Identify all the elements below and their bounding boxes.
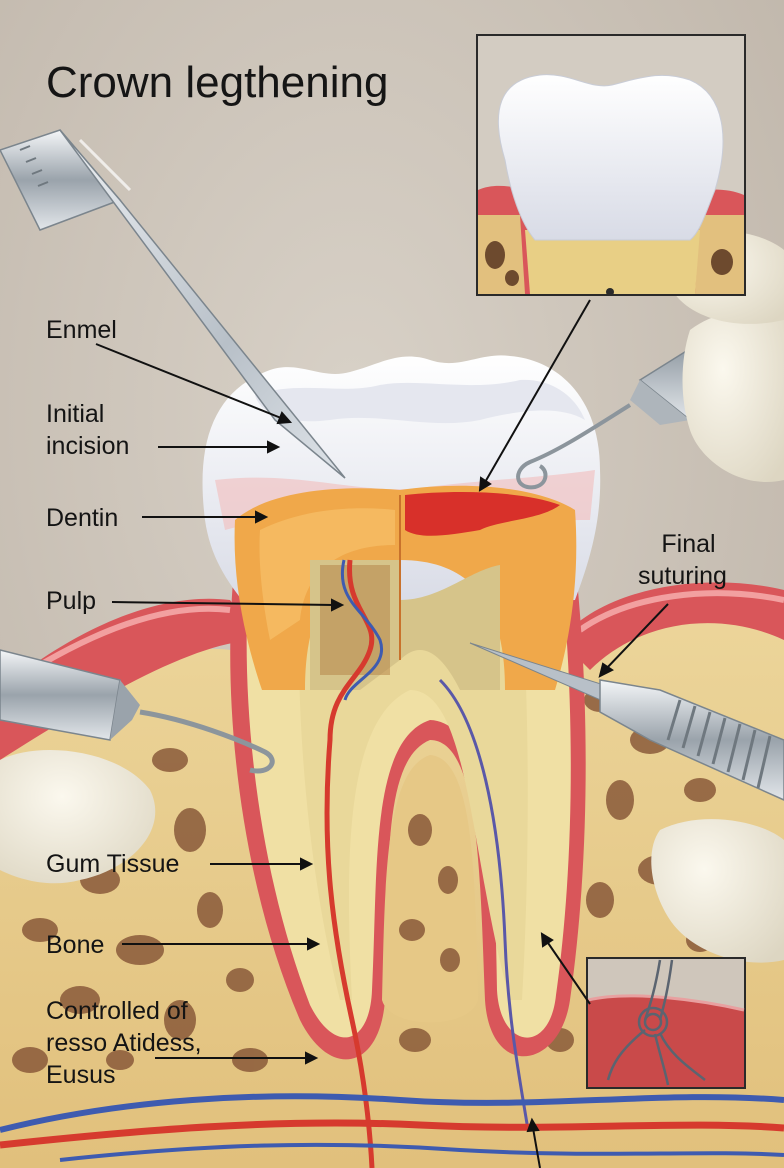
inset-reshaped-crown (476, 34, 746, 296)
dental-probe-left (0, 649, 275, 774)
label-pulp: Pulp (46, 587, 97, 615)
label-initial-incision: Initial incision (46, 398, 129, 462)
page-title: Crown legthening (46, 58, 389, 107)
gloved-hand-left (0, 750, 156, 884)
label-final-suturing-line1: Final (661, 530, 716, 558)
needle-holder (469, 642, 784, 801)
label-gum-tissue: Gum Tissue (46, 850, 180, 878)
label-controlled-line3: Eusus (46, 1061, 116, 1089)
blood-vessels (0, 559, 784, 1168)
label-initial-incision-line2: incision (46, 432, 130, 460)
label-controlled: Controlled of resso Atidess, Eusus (46, 995, 202, 1091)
inset-suture-knot (586, 957, 746, 1089)
label-dentin: Dentin (46, 504, 119, 532)
label-initial-incision-line1: Initial (46, 400, 105, 428)
gloved-hand-right-lower (651, 819, 784, 963)
gloved-hand-right-upper (682, 308, 784, 482)
label-final-suturing-line2: suturing (638, 562, 727, 590)
label-final-suturing: Final suturing (638, 528, 727, 592)
scalpel (0, 129, 346, 479)
label-bone: Bone (46, 931, 105, 959)
label-controlled-line1: Controlled of (46, 997, 188, 1025)
label-leader-lines (95, 299, 669, 1168)
label-controlled-line2: resso Atidess, (46, 1029, 202, 1057)
label-enamel: Enmel (46, 316, 117, 344)
